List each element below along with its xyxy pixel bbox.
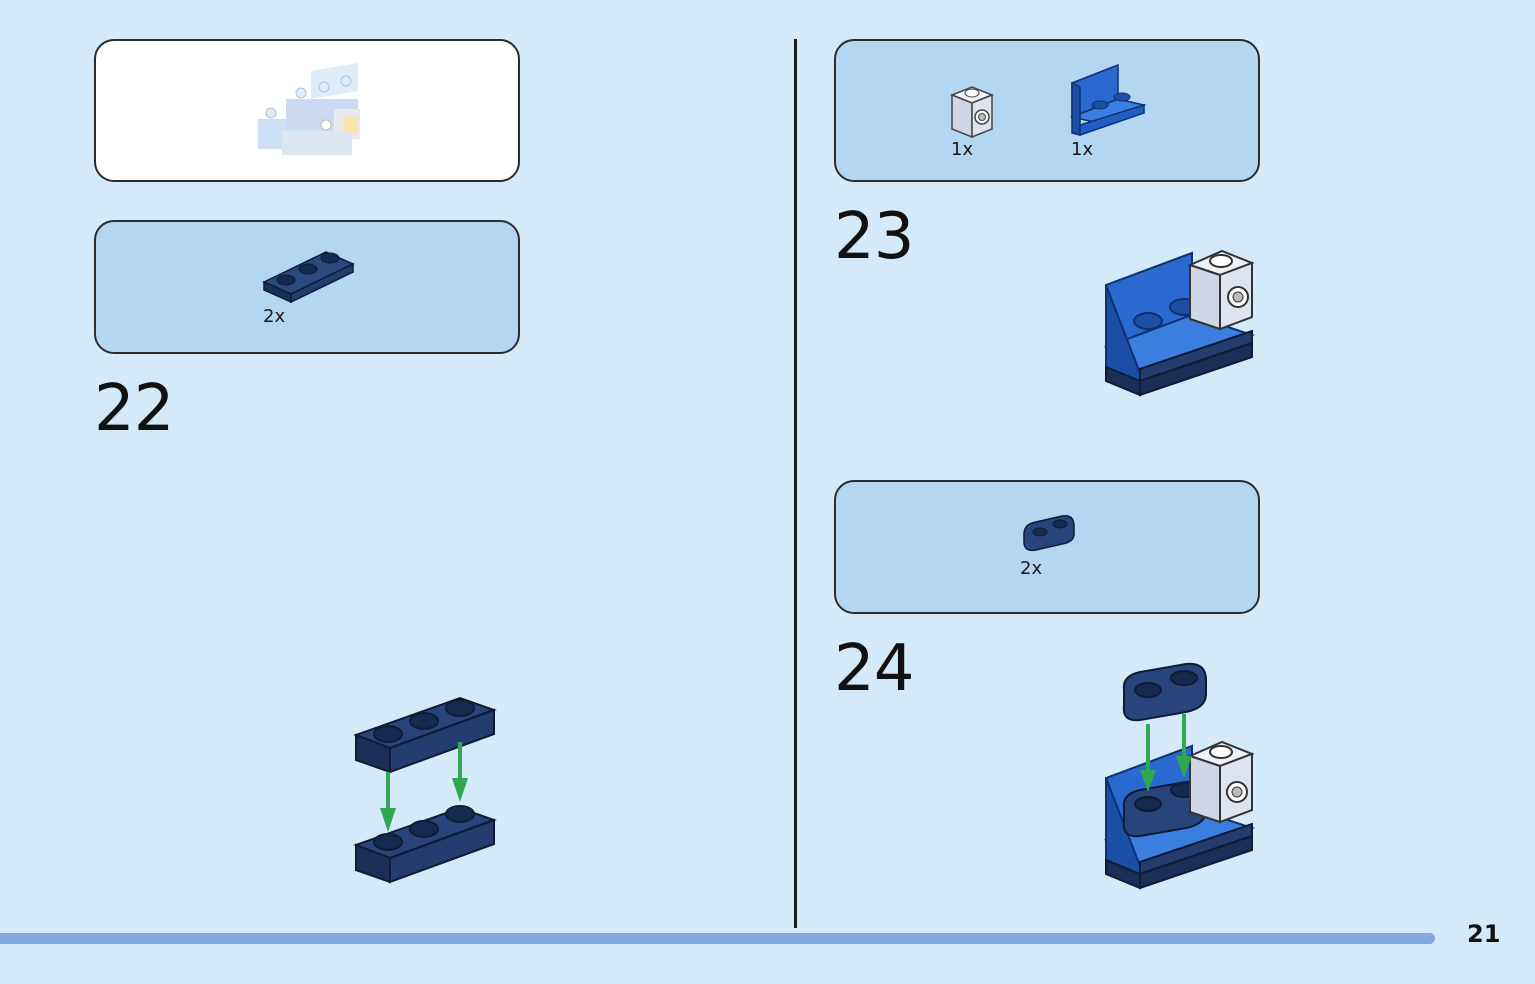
step23-number: 23: [834, 200, 914, 274]
model-overview-box: [94, 39, 520, 182]
step22-parts-callout: 2x: [94, 220, 520, 354]
blue-1x2-2x2-bracket-icon: [1069, 63, 1147, 137]
step24-build-illustration: [1103, 662, 1256, 890]
step22-part-qty: 2x: [263, 306, 286, 327]
step23-parts-callout: 1x 1x: [834, 39, 1260, 182]
dark-blue-1x2-rounded-plate-icon: [1023, 514, 1075, 552]
step22-build-illustration: [353, 696, 497, 884]
page-divider: [794, 39, 797, 928]
page-number: 21: [1467, 920, 1501, 948]
step23-build-illustration: [1103, 249, 1256, 397]
page-footer-bar: [0, 933, 1435, 944]
step22-number: 22: [94, 372, 174, 446]
step24-parts-callout: 2x: [834, 480, 1260, 614]
step23-part2-qty: 1x: [1071, 139, 1094, 160]
assembled-model-preview-icon: [258, 63, 360, 155]
step24-number: 24: [834, 632, 914, 706]
step23-part1-qty: 1x: [951, 139, 974, 160]
dark-blue-1x3-plate-icon: [262, 251, 355, 304]
step24-part-qty: 2x: [1020, 558, 1043, 579]
light-grey-1x1-brick-with-stud-on-side-icon: [949, 86, 995, 139]
